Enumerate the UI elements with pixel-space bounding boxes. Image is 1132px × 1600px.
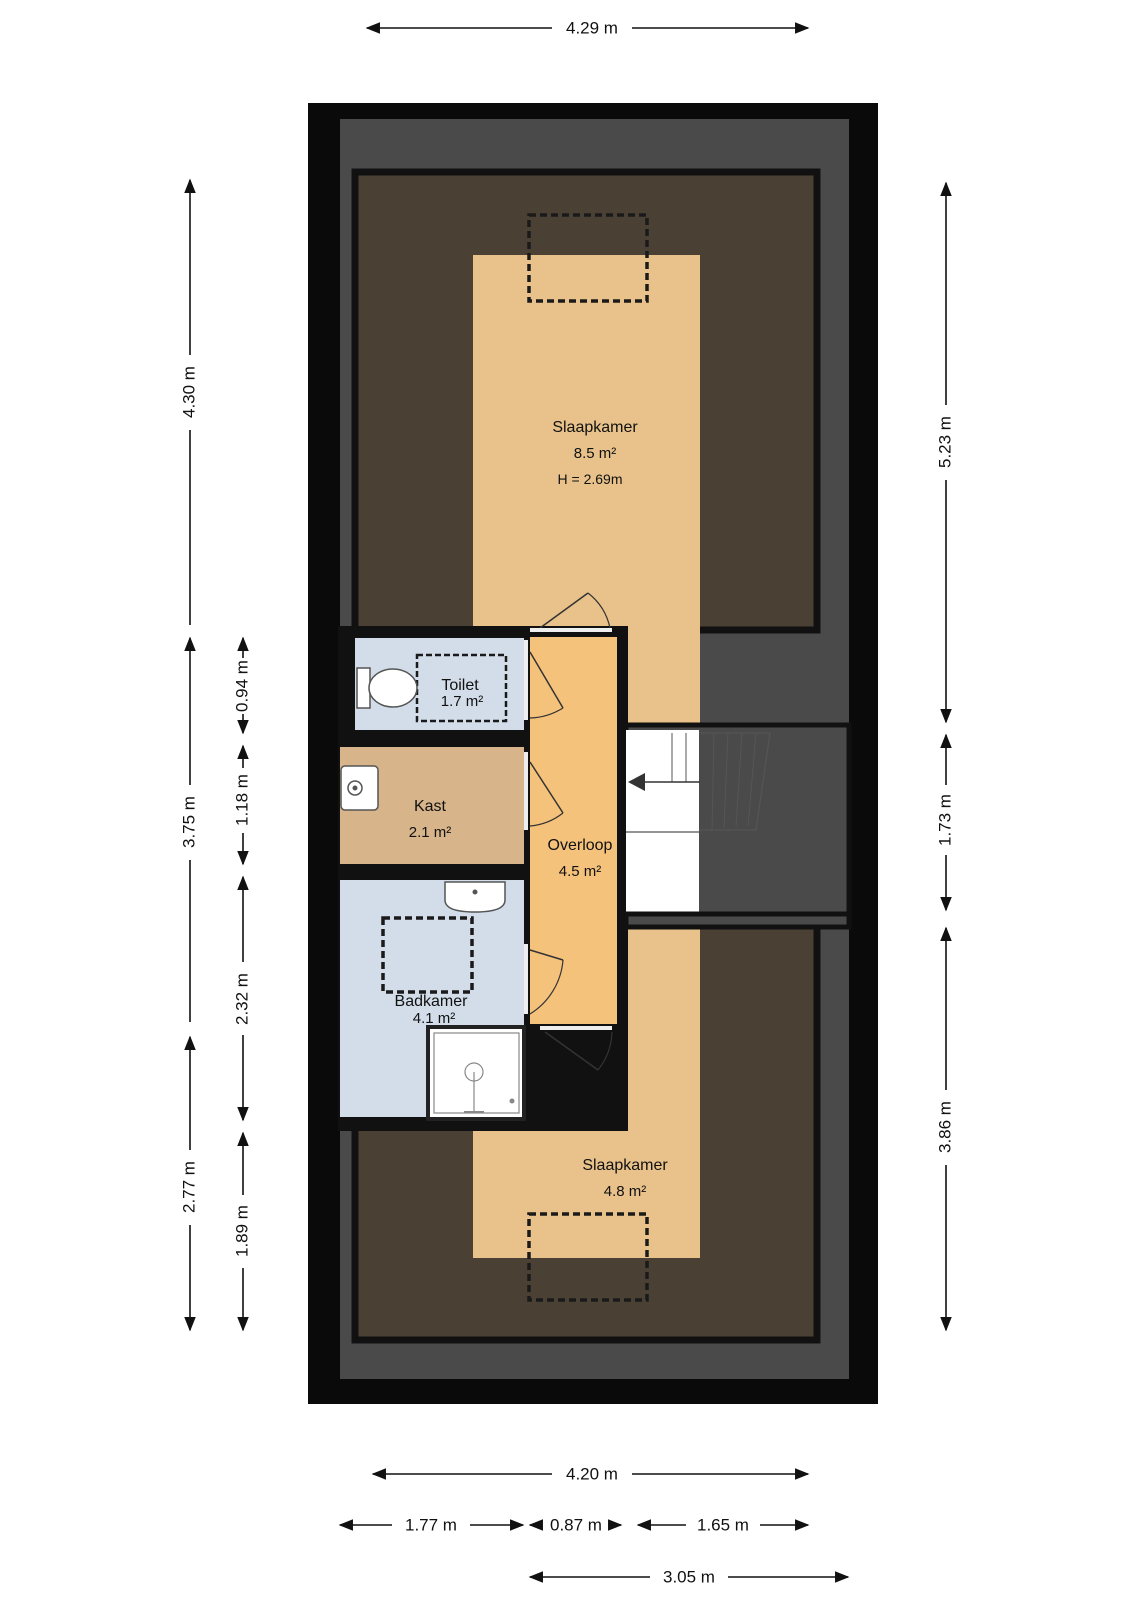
dim-bottom-parts: 1.77 m 0.87 m 1.65 m bbox=[338, 1515, 810, 1534]
shower-icon bbox=[426, 1025, 526, 1121]
room-name-badkamer: Badkamer bbox=[395, 993, 469, 1010]
room-name-overloop: Overloop bbox=[548, 837, 613, 854]
dim-left-inner-1: 0.94 m bbox=[232, 660, 251, 712]
room-area-bedroom-bottom: 4.8 m² bbox=[604, 1183, 647, 1200]
toilet-dashed-zone bbox=[415, 653, 508, 723]
dim-bottom-total-label: 4.20 m bbox=[566, 1464, 618, 1483]
skylight-top-icon bbox=[527, 213, 649, 303]
door-toilet bbox=[524, 640, 564, 720]
dim-bottom-lower: 3.05 m bbox=[528, 1567, 850, 1586]
dim-left-inner: 0.94 m 1.18 m 2.32 m 1.89 m bbox=[232, 636, 251, 1332]
dim-top: 4.29 m bbox=[365, 18, 810, 37]
dim-left-outer: 4.30 m 3.75 m 2.77 m bbox=[179, 178, 198, 1332]
dim-left-inner-3: 2.32 m bbox=[232, 973, 251, 1025]
door-kast bbox=[524, 752, 564, 830]
boiler-icon bbox=[340, 765, 379, 811]
room-name-bedroom-bottom: Slaapkamer bbox=[582, 1157, 668, 1174]
room-name-bedroom-top: Slaapkamer bbox=[552, 419, 638, 436]
dim-bottom-part-1: 1.77 m bbox=[405, 1515, 457, 1534]
dim-left-inner-4: 1.89 m bbox=[232, 1205, 251, 1257]
dim-left-outer-2: 3.75 m bbox=[179, 796, 198, 848]
door-badkamer bbox=[524, 944, 564, 1015]
sink-icon bbox=[444, 881, 506, 913]
room-area-badkamer: 4.1 m² bbox=[413, 1010, 456, 1027]
room-area-overloop: 4.5 m² bbox=[559, 863, 602, 880]
dim-bottom-lower-label: 3.05 m bbox=[663, 1567, 715, 1586]
stair-icon bbox=[626, 732, 771, 833]
dim-right-2: 1.73 m bbox=[935, 794, 954, 846]
dim-top-label: 4.29 m bbox=[566, 18, 618, 37]
room-height-bedroom-top: H = 2.69m bbox=[558, 471, 623, 487]
skylight-bottom-icon bbox=[527, 1212, 649, 1302]
dim-right: 5.23 m 1.73 m 3.86 m bbox=[935, 181, 954, 1332]
door-bedroom-bottom bbox=[540, 1026, 613, 1071]
dim-right-1: 5.23 m bbox=[935, 416, 954, 468]
dim-left-inner-2: 1.18 m bbox=[232, 774, 251, 826]
toilet-bowl-icon bbox=[356, 667, 418, 709]
dim-right-3: 3.86 m bbox=[935, 1101, 954, 1153]
stair-white-area bbox=[626, 730, 699, 913]
room-area-bedroom-top: 8.5 m² bbox=[574, 445, 617, 462]
dim-left-outer-1: 4.30 m bbox=[179, 366, 198, 418]
door-bedroom-top bbox=[530, 592, 612, 632]
room-area-kast: 2.1 m² bbox=[409, 824, 452, 841]
room-name-kast: Kast bbox=[414, 798, 447, 815]
room-name-toilet: Toilet bbox=[441, 677, 479, 694]
dim-bottom-total: 4.20 m bbox=[371, 1464, 810, 1483]
room-area-toilet: 1.7 m² bbox=[441, 693, 484, 710]
badkamer-dashed-zone bbox=[381, 916, 474, 994]
dim-left-outer-3: 2.77 m bbox=[179, 1161, 198, 1213]
dim-bottom-part-2: 0.87 m bbox=[550, 1515, 602, 1534]
overloop-floor bbox=[530, 637, 617, 1024]
dim-bottom-part-3: 1.65 m bbox=[697, 1515, 749, 1534]
